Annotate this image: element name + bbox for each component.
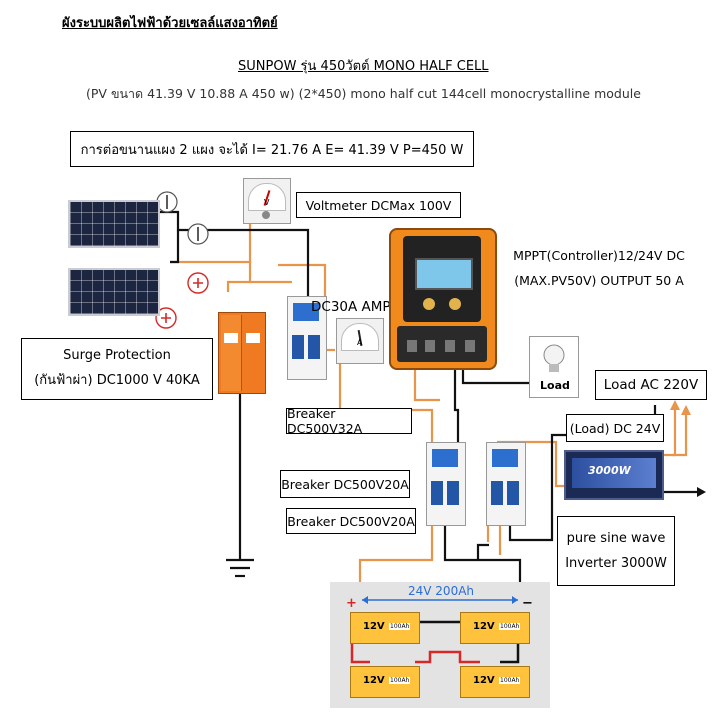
battery-bank-minus: − [522, 596, 533, 611]
load-dc-box: (Load) DC 24V [566, 414, 664, 442]
battery-cell-voltage: 12V [473, 621, 495, 632]
load-ac-label: Load AC 220V [603, 377, 699, 393]
parallel-connection-text: การต่อขนานแผง 2 แผง จะได้ I= 21.76 A E= … [80, 142, 464, 158]
panel-pos-terminal-2 [155, 307, 177, 329]
inverter-face-text: 3000W [588, 464, 631, 477]
battery-cell-2: 12V 100Ah [460, 612, 530, 644]
voltmeter-device: V [243, 178, 291, 224]
load-breaker [486, 442, 526, 526]
battery-cell-3: 12V 100Ah [350, 666, 420, 698]
battery-cell-voltage: 12V [473, 675, 495, 686]
voltmeter-label-box: Voltmeter DCMax 100V [296, 192, 461, 218]
panel-pos-terminal-1 [187, 272, 209, 294]
ammeter-dial-letter: A [357, 338, 363, 347]
battery-cell-1: 12V 100Ah [350, 612, 420, 644]
spec-line: (PV ขนาด 41.39 V 10.88 A 450 w) (2*450) … [86, 86, 641, 101]
load-bulb-box: Load [529, 336, 579, 398]
battery-bank: 24V 200Ah + − 12V 100Ah 12V 100Ah 12V 10… [330, 582, 550, 708]
battery-cell-capacity: 100Ah [389, 677, 411, 684]
battery-span-arrow [362, 596, 518, 604]
controller-line-2: (MAX.PV50V) OUTPUT 50 A [514, 273, 684, 288]
battery-cell-voltage: 12V [363, 621, 385, 632]
inverter-device: 3000W [564, 450, 664, 500]
surge-protection-box: Surge Protection (กันฟ้าผ่า) DC1000 V 40… [21, 338, 213, 400]
surge-line-2: (กันฟ้าผ่า) DC1000 V 40KA [34, 373, 200, 388]
breaker-20a-box-2: Breaker DC500V20A [286, 508, 416, 534]
surge-protector [218, 312, 266, 394]
light-bulb-icon [543, 344, 565, 372]
inverter-line-1: pure sine wave [566, 531, 666, 546]
battery-breaker [426, 442, 466, 526]
breaker-20a-label-2: Breaker DC500V20A [287, 513, 415, 529]
breaker-32a-label: Breaker DC500V32A [287, 406, 363, 436]
breaker-32a-box: Breaker DC500V32A [286, 406, 412, 436]
panel-neg-terminal-2 [187, 223, 209, 245]
voltmeter-label: Voltmeter DCMax 100V [305, 197, 452, 213]
battery-cell-capacity: 100Ah [499, 677, 521, 684]
ammeter-device: A [336, 318, 384, 364]
page-title: ผังระบบผลิตไฟฟ้าด้วยเซลล์แสงอาทิตย์ [62, 16, 278, 31]
panel-neg-terminal-1 [156, 191, 178, 213]
controller-line-1: MPPT(Controller)12/24V DC [513, 248, 685, 263]
surge-line-1: Surge Protection [63, 348, 171, 363]
voltmeter-dial-letter: V [264, 198, 270, 207]
breaker-20a-label-1: Breaker DC500V20A [281, 476, 409, 492]
solar-panel-1 [68, 200, 160, 248]
battery-bank-plus: + [346, 596, 357, 611]
pv-breaker [287, 296, 327, 380]
breaker-20a-box-1: Breaker DC500V20A [280, 470, 410, 498]
inverter-line-2: Inverter 3000W [565, 556, 667, 571]
ammeter-label: DC30A AMP [311, 299, 391, 315]
battery-cell-capacity: 100Ah [499, 623, 521, 630]
battery-bank-label: 24V 200Ah [408, 584, 475, 598]
inverter-spec-box: pure sine wave Inverter 3000W [557, 516, 675, 586]
mppt-controller [389, 228, 497, 370]
battery-cell-voltage: 12V [363, 675, 385, 686]
controller-spec-box: MPPT(Controller)12/24V DC (MAX.PV50V) OU… [508, 237, 690, 299]
product-line: SUNPOW รุ่น 450วัตต์ MONO HALF CELL [238, 59, 489, 74]
load-dc-label: (Load) DC 24V [569, 420, 661, 436]
load-bulb-label: Load [540, 379, 570, 392]
load-ac-box: Load AC 220V [595, 370, 707, 400]
parallel-connection-box: การต่อขนานแผง 2 แผง จะได้ I= 21.76 A E= … [70, 131, 474, 167]
solar-panel-2 [68, 268, 160, 316]
battery-cell-capacity: 100Ah [389, 623, 411, 630]
battery-cell-4: 12V 100Ah [460, 666, 530, 698]
